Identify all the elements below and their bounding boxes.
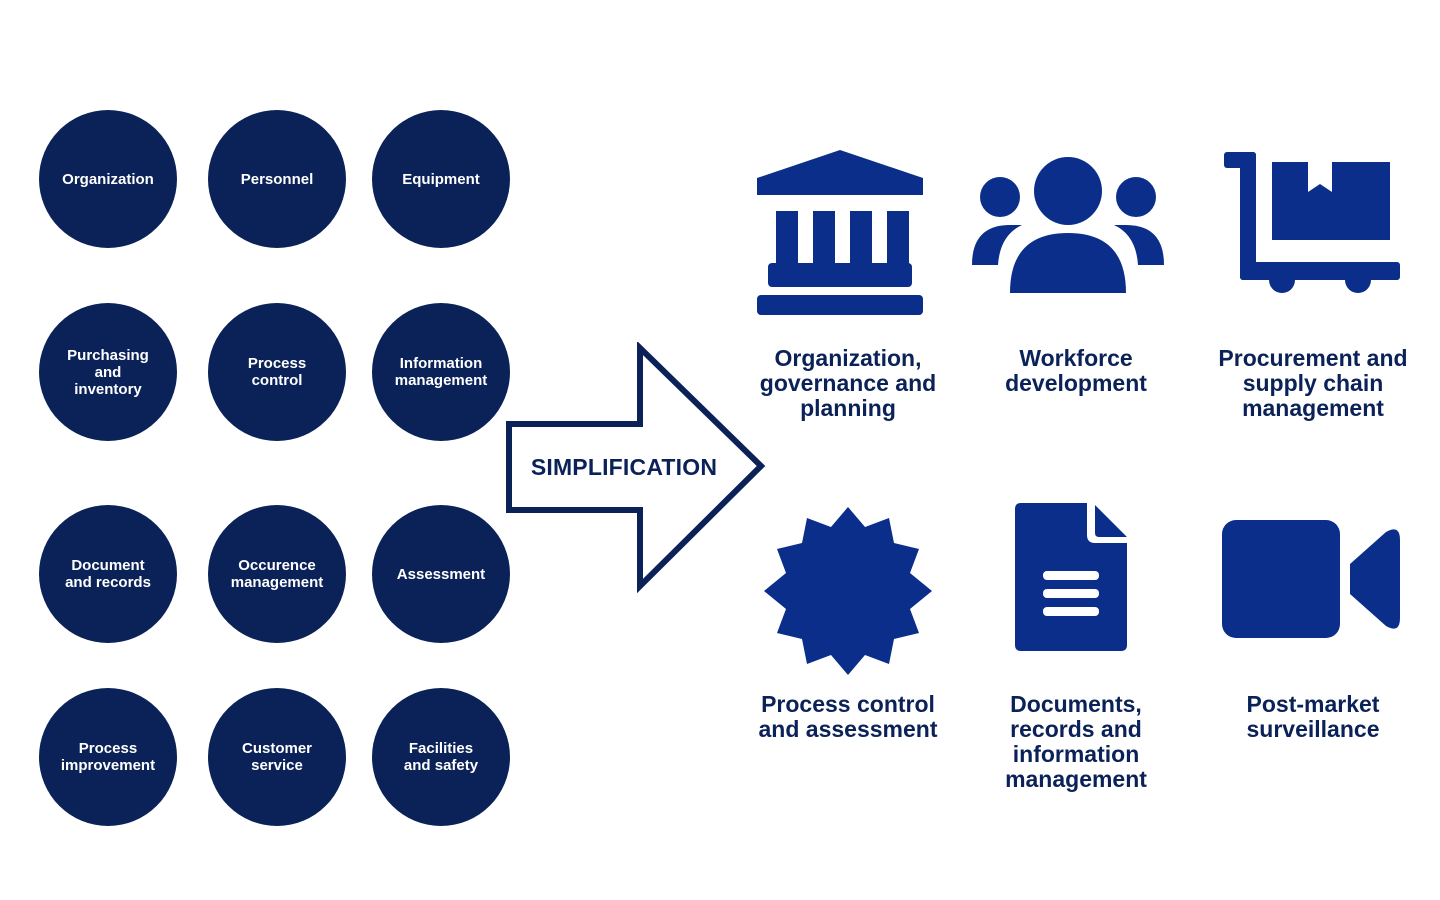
circle-personnel: Personnel <box>208 110 346 248</box>
caption-post-market-surveillance: Post-market surveillance <box>1246 691 1380 742</box>
arrow-label: SIMPLIFICATION <box>530 454 718 480</box>
dolly-box-icon <box>1224 152 1400 293</box>
circle-customer-service: Customer service <box>208 688 346 826</box>
circle-facilities-and-safety: Facilities and safety <box>372 688 510 826</box>
caption-organization-governance-planning: Organization, governance and planning <box>759 345 937 421</box>
circle-process-improvement: Process improvement <box>39 688 177 826</box>
document-icon <box>1015 503 1127 651</box>
circle-assessment: Assessment <box>372 505 510 643</box>
bank-icon <box>757 150 923 315</box>
caption-procurement-supply-chain: Procurement and supply chain management <box>1218 345 1408 421</box>
caption-documents-records-information: Documents, records and information manag… <box>1005 691 1147 792</box>
circle-process-control: Process control <box>208 303 346 441</box>
people-group-icon <box>972 157 1164 293</box>
circle-equipment: Equipment <box>372 110 510 248</box>
circle-document-and-records: Document and records <box>39 505 177 643</box>
circle-organization: Organization <box>39 110 177 248</box>
circle-occurence-management: Occurence management <box>208 505 346 643</box>
caption-process-control-assessment: Process control and assessment <box>758 691 938 742</box>
circle-information-management: Information management <box>372 303 510 441</box>
caption-workforce-development: Workforce development <box>1005 345 1147 396</box>
simplification-arrow <box>506 342 766 594</box>
video-camera-icon <box>1222 520 1400 638</box>
seal-badge-icon <box>764 507 932 675</box>
circle-purchasing-and-inventory: Purchasing and inventory <box>39 303 177 441</box>
